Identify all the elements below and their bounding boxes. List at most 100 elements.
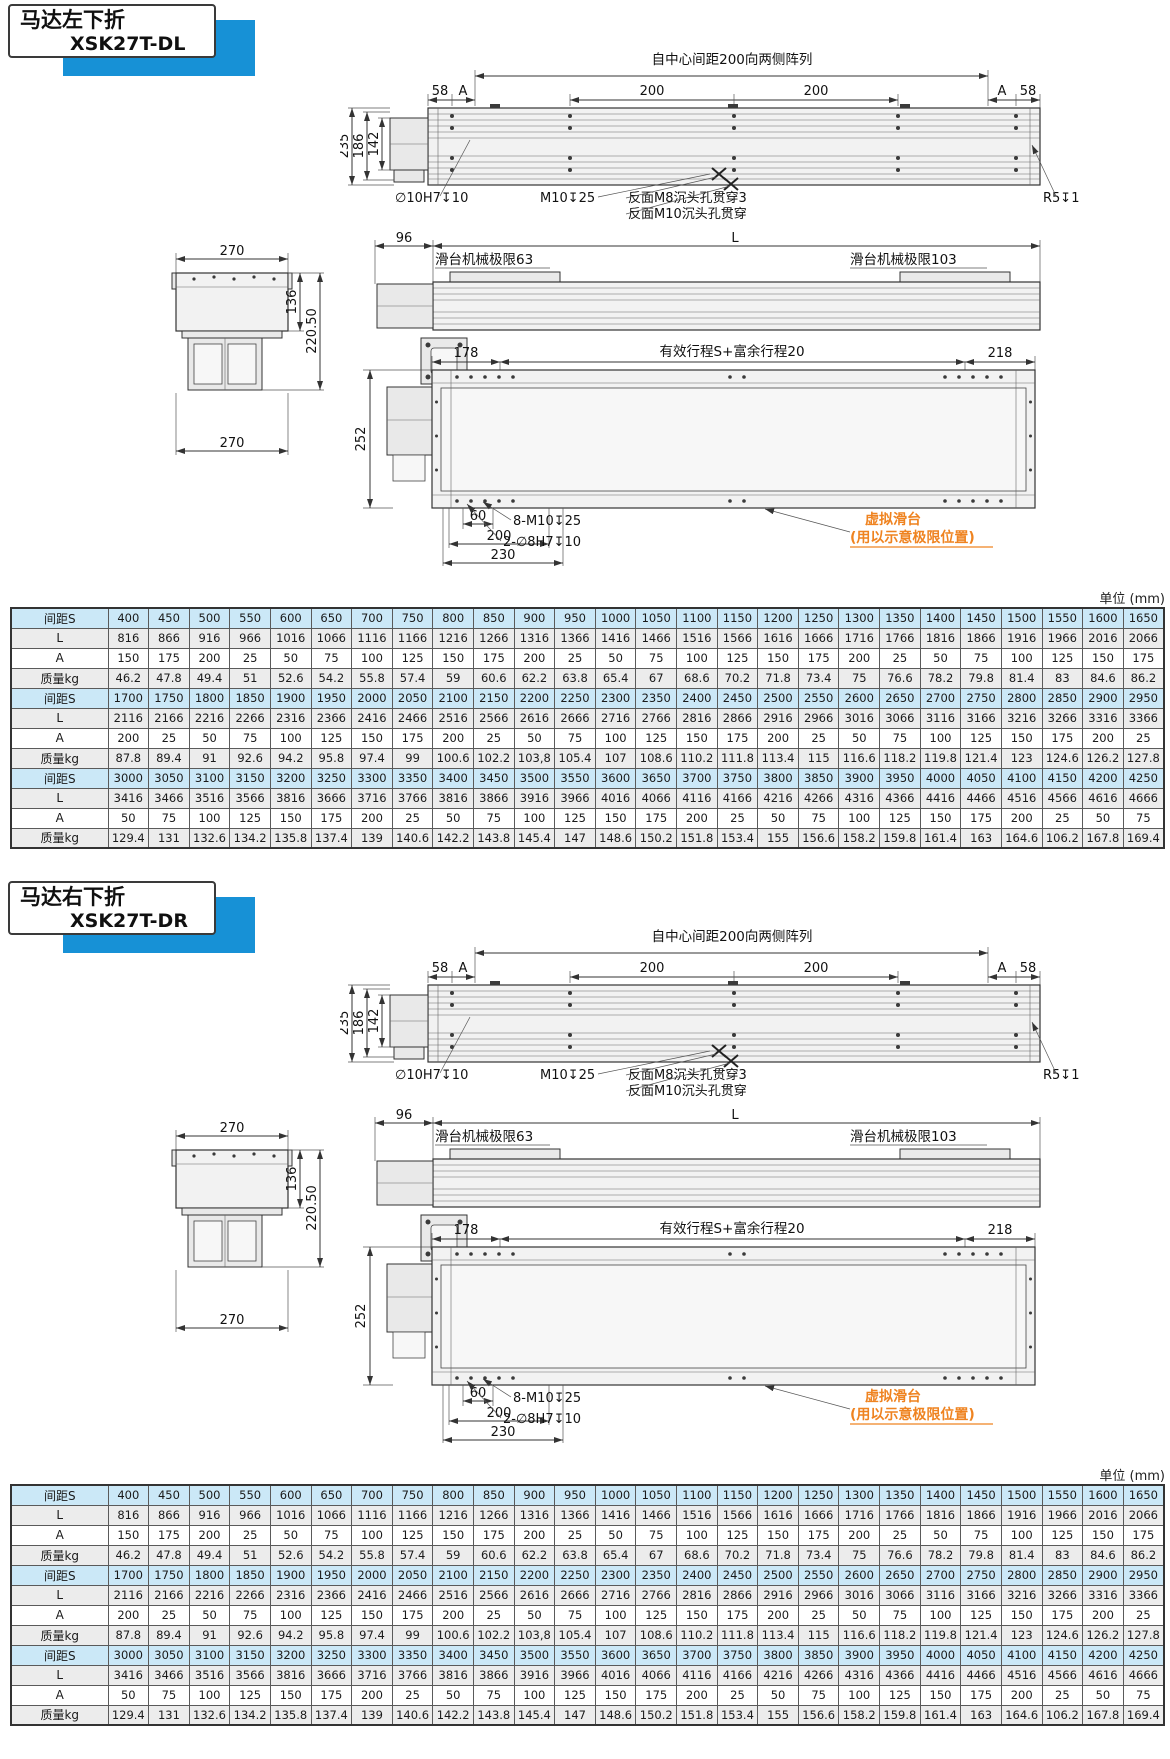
spec-cell: 1316 [513,627,556,649]
spec-cell: 125 [310,727,353,749]
spec-cell: 91 [188,747,231,769]
virtual-slider-note: 虚拟滑台 (用以示意极限位置) [764,508,993,548]
spec-cell: 145.4 [513,827,556,849]
spec-cell: 148.6 [594,1704,637,1726]
row-label: L [10,1504,109,1526]
spec-cell: 200 [432,1604,474,1626]
row-label: A [10,727,109,749]
motor-top [386,1263,433,1359]
spec-cell: 100 [1000,647,1043,669]
spec-cell: 4166 [716,1664,759,1686]
spec-cell: 55.8 [351,667,393,689]
section-model: XSK27T-DL [70,33,186,55]
spec-cell: 150 [594,1684,637,1706]
spec-cell: 105.4 [554,1624,596,1646]
spec-cell: 3366 [1122,1584,1165,1606]
spec-cell: 3100 [188,1644,231,1666]
spec-cell: 94.2 [269,1624,312,1646]
spec-cell: 1816 [919,1504,962,1526]
spec-cell: 3200 [269,767,312,789]
spec-cell: 159.8 [879,1704,921,1726]
spec-cell: 3900 [838,767,881,789]
spec-cell: 1016 [269,627,312,649]
spec-cell: 125 [229,1684,271,1706]
spec-cell: 106.2 [1041,1704,1084,1726]
spec-cell: 3850 [797,767,840,789]
spec-cell: 75 [310,647,353,669]
spec-cell: 1716 [838,627,881,649]
spec-cell: 2550 [797,687,840,709]
spec-cell: 175 [148,647,190,669]
dim-235: 235 [340,1011,352,1036]
spec-cell: 175 [391,727,434,749]
spec-cell: 54.2 [310,667,353,689]
spec-cell: 75 [554,1604,596,1626]
spec-cell: 100 [351,647,393,669]
spec-cell: 550 [229,1484,271,1506]
spec-cell: 79.8 [960,1544,1002,1566]
spec-cell: 2950 [1122,687,1165,709]
array-note-dimension: 自中心间距200向两侧阵列 [474,929,989,983]
spec-cell: 200 [513,1524,556,1546]
spec-cell: 3950 [879,767,921,789]
rail-top-body [431,1246,1036,1386]
spec-cell: 50 [432,1684,474,1706]
spec-cell: 1316 [513,1504,556,1526]
spec-cell: 2000 [351,687,393,709]
spec-cell: 4200 [1082,1644,1124,1666]
spec-cell: 84.6 [1082,1544,1124,1566]
spec-cell: 1516 [676,1504,718,1526]
spec-cell: 3016 [838,707,881,729]
motor-under-body [187,337,263,391]
spec-cell: 125 [310,1604,353,1626]
spec-cell: 2216 [188,707,231,729]
spec-cell: 25 [148,1604,190,1626]
spec-cell: 1350 [879,1484,921,1506]
spec-cell: 2966 [797,1584,840,1606]
spec-cell: 150.2 [635,827,678,849]
spec-cell: 200 [676,1684,718,1706]
spec-cell: 3450 [472,1644,515,1666]
spec-cell: 3266 [1041,707,1084,729]
spec-cell: 3950 [879,1644,921,1666]
spec-cell: 175 [391,1604,434,1626]
spec-cell: 25 [472,1604,515,1626]
spec-cell: 2016 [1082,627,1124,649]
spec-cell: 163 [960,827,1002,849]
spec-cell: 3350 [391,767,434,789]
spec-cell: 100 [919,727,962,749]
virtual-slider-line2: (用以示意极限位置) [850,529,975,546]
spec-cell: 3500 [513,1644,556,1666]
spec-cell: 150.2 [635,1704,678,1726]
spec-cell: 950 [554,607,596,629]
spec-cell: 2750 [960,1564,1002,1586]
spec-cell: 25 [229,1524,271,1546]
spec-cell: 4666 [1122,787,1165,809]
spec-cell: 118.2 [879,747,921,769]
spec-cell: 3750 [716,767,759,789]
spec-cell: 100 [1000,1524,1043,1546]
spec-cell: 550 [229,607,271,629]
spec-cell: 100 [676,1524,718,1546]
spec-cell: 50 [107,1684,150,1706]
spec-cell: 2916 [757,1584,799,1606]
spec-cell: 1416 [594,1504,637,1526]
array-note: 自中心间距200向两侧阵列 [652,929,813,945]
row-label: 间距S [10,607,109,629]
spec-cell: 125 [391,647,434,669]
spec-cell: 3800 [757,1644,799,1666]
spec-cell: 100 [188,807,231,829]
spec-cell: 25 [1041,1684,1084,1706]
dim-58-right: 58 [1020,84,1037,99]
cross-section-body [171,1149,293,1216]
row-label: L [10,707,109,729]
spec-cell: 1850 [229,1564,271,1586]
callouts: ∅10H7↧10 M10↧25 反面M8沉头孔贯穿3 反面M10沉头孔贯穿 R5… [395,139,1080,222]
spec-cell: 3600 [594,1644,637,1666]
spec-cell: 200 [107,1604,150,1626]
spec-cell: 1850 [229,687,271,709]
spec-cell: 175 [310,807,353,829]
spec-cell: 100 [594,1604,637,1626]
